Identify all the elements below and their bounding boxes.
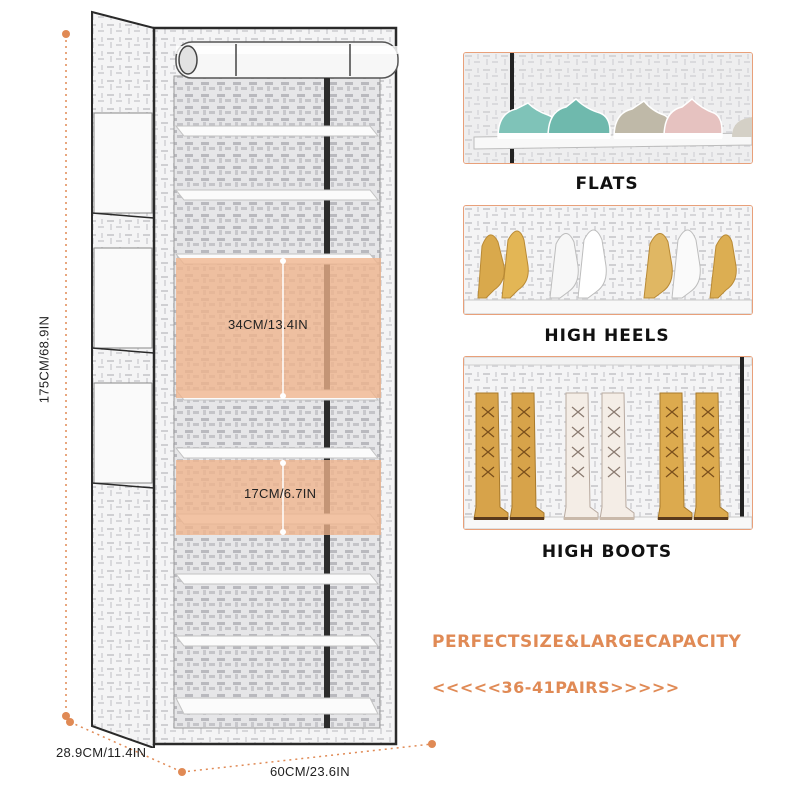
tagline-capacity: PERFECTSIZE&LARGECAPACITY [432,632,742,652]
depth-label: 28.9CM/11.4IN [56,745,147,760]
high-heels-caption: HIGH HEELS [544,326,670,346]
high-heels-icon [464,206,752,314]
high-boots-caption: HIGH BOOTS [541,542,673,562]
tagline-pairs: <<<<<36-41PAIRS>>>>> [432,678,680,697]
tier-tall-label: 34CM/13.4IN [228,317,308,332]
high-heels-panel [463,205,753,315]
high-boots-icon [464,357,752,529]
flats-panel [463,52,753,164]
height-label: 175CM/68.9IN [36,315,52,404]
shoe-rack-drawing [91,10,399,750]
flats-caption: FLATS [575,174,639,194]
flat-shoes-icon [464,53,752,163]
width-label: 60CM/23.6IN [270,764,350,779]
shoe-rack [88,8,408,750]
high-boots-panel [463,356,753,530]
tier-short-label: 17CM/6.7IN [244,486,317,501]
